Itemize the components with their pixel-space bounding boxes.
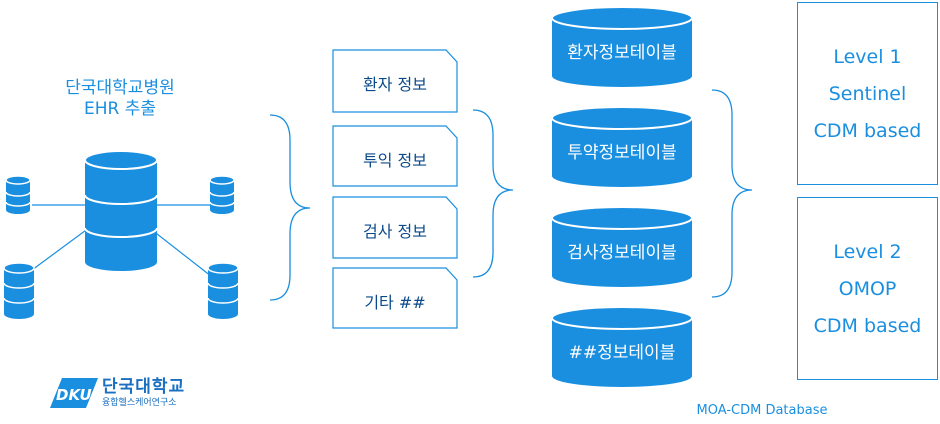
brace-left	[269, 114, 311, 301]
database-icon-bottom-right	[207, 262, 239, 319]
central-database-icon	[84, 150, 158, 271]
document-label-3: 검사 정보	[363, 222, 427, 241]
document-shape-2	[332, 125, 458, 187]
table-cylinders	[551, 6, 693, 387]
level-2-line-1: Level 2	[833, 241, 902, 263]
documents	[332, 49, 458, 329]
table-label-2: 투약정보테이블	[567, 143, 677, 163]
table-label-1: 환자정보테이블	[567, 43, 677, 63]
dku-logo-mark: DKU	[56, 386, 92, 404]
level-1-line-1: Level 1	[833, 46, 902, 68]
table-cylinder-1	[551, 6, 693, 87]
document-shape-3	[332, 196, 458, 259]
level-2-line-3: CDM based	[813, 315, 922, 337]
brace-middle	[472, 109, 514, 278]
document-shape-4	[332, 267, 458, 329]
level-2-line-2: OMOP	[838, 278, 897, 300]
level-1-box: Level 1 Sentinel CDM based	[797, 2, 938, 185]
dku-logo-icon: DKU	[50, 378, 98, 408]
source-title: 단국대학교병원 EHR 추출	[50, 78, 190, 120]
source-title-line2: EHR 추출	[83, 99, 157, 119]
database-icon-bottom-left	[3, 262, 35, 319]
source-title-line1: 단국대학교병원	[65, 78, 175, 98]
table-label-3: 검사정보테이블	[567, 243, 677, 263]
table-cylinder-2	[551, 106, 693, 187]
table-cylinder-4	[551, 306, 693, 387]
dku-logo-subtitle: 융합헬스케어연구소	[102, 398, 177, 408]
table-cylinder-3	[551, 206, 693, 287]
level-2-box: Level 2 OMOP CDM based	[797, 197, 938, 380]
document-label-2: 투익 정보	[363, 151, 427, 170]
level-1-line-2: Sentinel	[828, 83, 907, 105]
dku-logo-text: 단국대학교 융합헬스케어연구소	[102, 378, 222, 409]
database-icon-top-left	[5, 175, 31, 214]
document-label-1: 환자 정보	[363, 75, 427, 94]
database-caption: MOA-CDM Database	[696, 403, 828, 418]
brace-right	[711, 89, 753, 298]
dku-logo-name: 단국대학교	[102, 377, 186, 397]
level-1-line-3: CDM based	[813, 120, 922, 142]
table-label-4: ##정보테이블	[568, 343, 676, 363]
database-icon-top-right	[209, 175, 235, 214]
document-shape-1	[332, 49, 458, 113]
document-label-4: 기타 ##	[364, 293, 426, 312]
